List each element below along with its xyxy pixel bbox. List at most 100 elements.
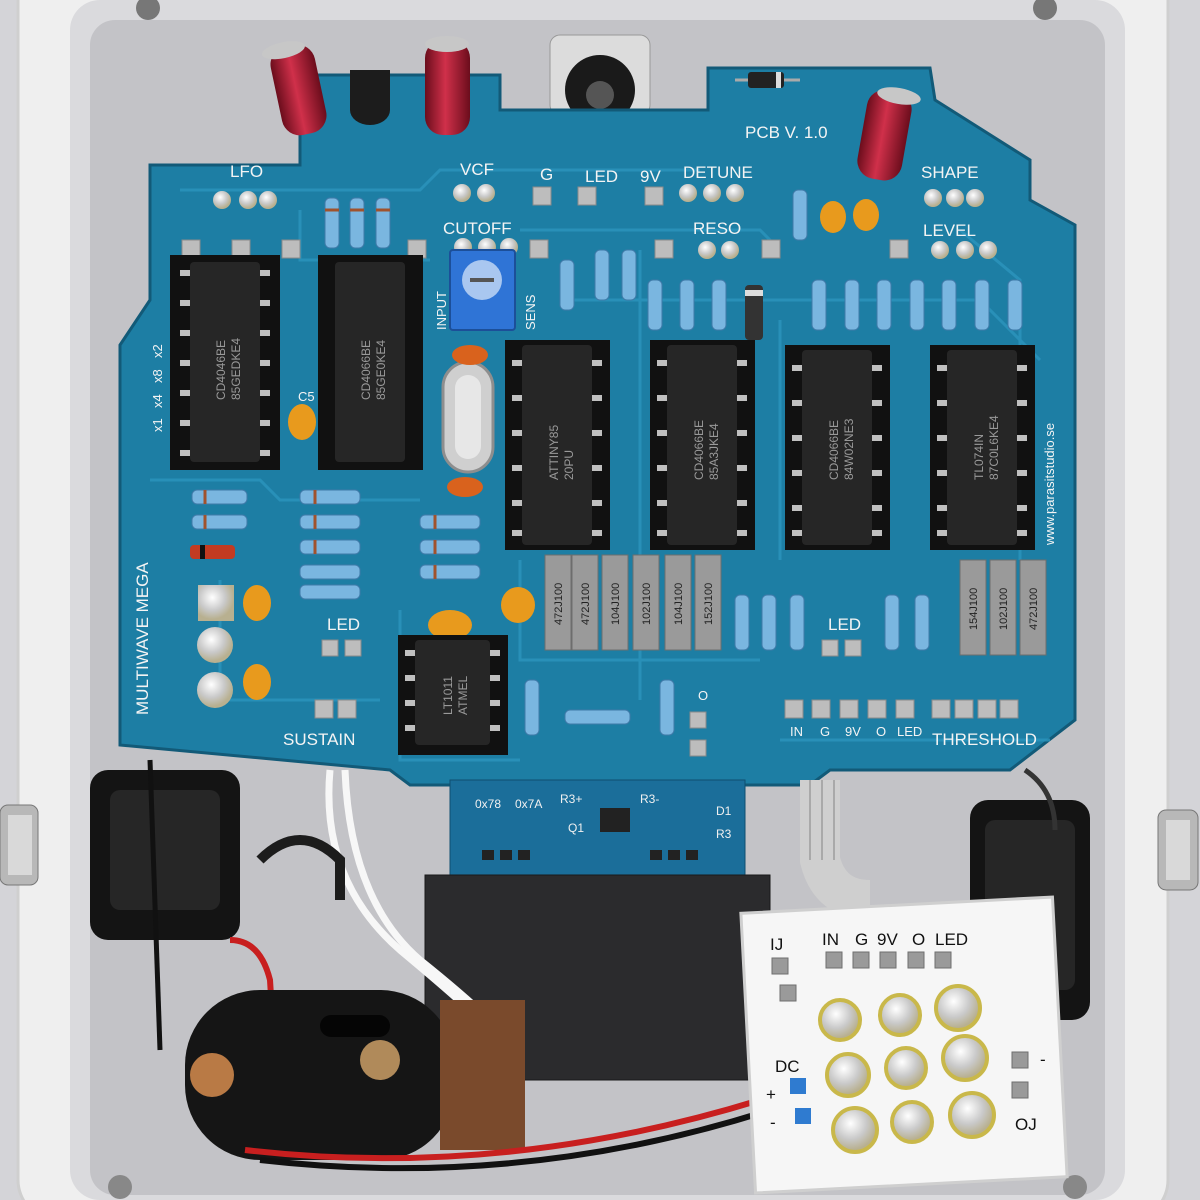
daughter-board: 0x78 0x7A R3+ R3- D1 Q1 R3 [449,779,746,886]
ribbon-cable [800,780,872,920]
electrolytic-capacitors [261,36,921,181]
film-cap-4-label: 102J100 [641,583,653,625]
daughter-label-r3minus: R3- [640,792,659,806]
chip-7-code: ATMEL [456,676,470,715]
chip-4-label: CD4066BE [692,420,706,480]
screw-hole-top-right [1033,0,1057,20]
label-cutoff: CUTOFF [443,219,512,238]
chip-3-code: 20PU [562,450,576,480]
io-label-minus: - [770,1113,776,1132]
diode-top [735,72,800,88]
chip-6-code: 87C0L6KE4 [987,415,1001,480]
film-cap-3-label: 104J100 [610,583,622,625]
io-label-oj: OJ [1015,1115,1037,1134]
led-pads-left [197,585,234,708]
label-9v: 9V [640,167,661,186]
switch-label-x2: x2 [150,344,165,358]
pcb-version: PCB V. 1.0 [745,123,828,142]
chip-7-label: LT1011 [441,676,455,715]
film-cap-6-label: 152J100 [703,583,715,625]
bottom-label-in: IN [790,724,803,739]
label-c5: C5 [298,389,315,404]
io-board: IN G 9V O LED IJ DC + - OJ - [739,895,1069,1195]
label-detune: DETUNE [683,163,753,182]
chip-2-code: 85GE0KE4 [374,340,388,400]
io-dc-pads [790,1078,811,1124]
io-label-o: O [912,930,925,949]
side-switch-labels: x2 x8 x4 x1 [150,344,165,432]
io-label-9v: 9V [877,930,898,949]
daughter-label-q1: Q1 [568,821,584,835]
daughter-label-r3plus: R3+ [560,792,582,806]
io-label-ij: IJ [770,935,783,954]
label-shape: SHAPE [921,163,979,182]
chip-6-label: TL074IN [972,434,986,480]
label-led-left: LED [327,615,360,634]
screw-hole-bottom-right [1063,1175,1087,1199]
io-label-g: G [855,930,868,949]
daughter-label-r3: R3 [716,827,732,841]
label-level: LEVEL [923,221,976,240]
film-capacitors: 472J100 472J100 104J100 102J100 104J100 … [544,554,1047,656]
film-cap-1-label: 472J100 [553,583,565,625]
ic-chip-7: LT1011 ATMEL [398,635,508,755]
pcb-silkscreen: LFO VCF G LED 9V DETUNE SHAPE CUTOFF RES… [133,123,1057,749]
crystal [441,360,495,474]
trimmer-pot [449,249,516,331]
daughter-label-0x7a: 0x7A [515,797,542,811]
label-sustain: SUSTAIN [283,730,355,749]
daughter-label-d1: D1 [716,804,732,818]
io-label-plus: + [766,1085,776,1104]
resistors [191,189,1023,736]
io-top-pads [771,951,1029,1099]
ic-chip-6: TL074IN 87C0L6KE4 [930,345,1035,550]
battery-clip [185,990,771,1172]
resistor-group-bottom [524,594,930,736]
resistor-bands [203,208,437,579]
io-label-led: LED [935,930,968,949]
ic-pins [180,270,1027,731]
film-cap-2-label: 472J100 [580,583,592,625]
chip-1-code: 85GEDKE4 [229,338,243,400]
ic-chip-5: CD4066BE 84W02NE3 [785,345,890,550]
resistor-group-left [191,489,481,600]
ic-chip-3: ATTINY85 20PU [505,340,610,550]
chip-2-label: CD4066BE [359,340,373,400]
label-vcf: VCF [460,160,494,179]
film-cap-8-label: 102J100 [998,588,1010,630]
film-cap-9-label: 472J100 [1028,588,1040,630]
transistor [350,70,390,125]
label-input: INPUT [434,291,449,330]
left-jack-nut [0,804,39,886]
label-led-right: LED [828,615,861,634]
label-o: O [698,688,708,703]
io-label-dc: DC [775,1057,800,1076]
diode-left [190,545,235,559]
board-name: MULTIWAVE MEGA [133,562,152,715]
label-sens: SENS [523,294,538,330]
switch-label-x4: x4 [150,394,165,408]
ic-chips: CD4046BE 85GEDKE4 CD4066BE 85GE0KE4 ATTI… [170,255,1035,755]
dc-jack [549,34,651,166]
chip-5-label: CD4066BE [827,420,841,480]
website: www.parasitstudio.se [1042,423,1057,546]
io-solder-joints [818,984,996,1154]
switch-label-x1: x1 [150,418,165,432]
chip-5-code: 84W02NE3 [842,418,856,480]
ic-chip-4: CD4066BE 85A3JKE4 [650,340,755,550]
chip-4-code: 85A3JKE4 [707,423,721,480]
pot-pads [213,184,997,259]
label-reso: RESO [693,219,741,238]
diode-mid [745,285,763,340]
screw-hole-top-left [136,0,160,20]
io-label-in: IN [822,930,839,949]
switch-label-x8: x8 [150,369,165,383]
screw-hole-bottom-left [108,1175,132,1199]
bottom-row-labels: IN G 9V O LED [790,724,922,739]
bottom-label-led: LED [897,724,922,739]
chip-3-label: ATTINY85 [547,425,561,480]
bottom-label-9v: 9V [845,724,861,739]
ceramic-caps [243,199,879,700]
